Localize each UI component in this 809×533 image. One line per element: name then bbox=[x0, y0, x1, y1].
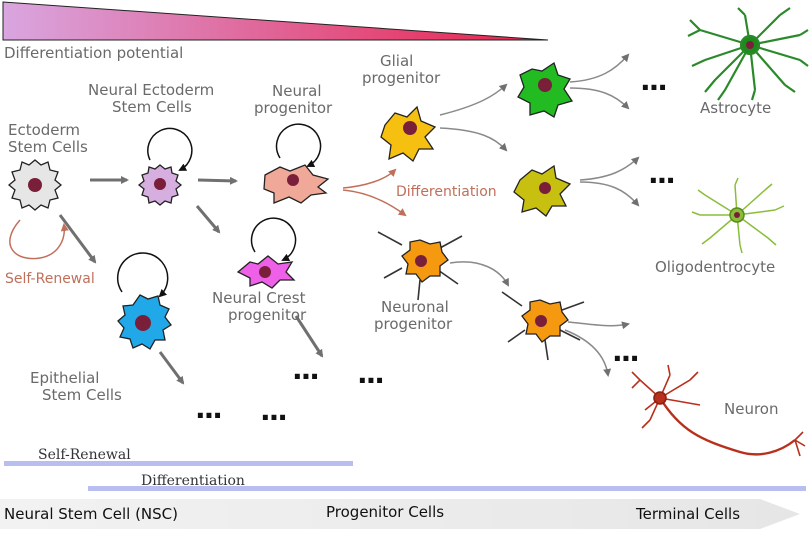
astrocyte-label: Astrocyte bbox=[700, 99, 771, 117]
ellipsis-crest-1: ... bbox=[292, 353, 318, 386]
self-renewal-bar bbox=[4, 461, 353, 466]
axis-progenitor-label: Progenitor Cells bbox=[326, 503, 444, 521]
axis-nsc-label: Neural Stem Cell (NSC) bbox=[4, 505, 178, 523]
ellipsis-crest-2: ... bbox=[357, 357, 383, 390]
ellipsis-oligodendrocyte: ... bbox=[648, 157, 674, 190]
self-renewal-loop-ectoderm bbox=[9, 219, 69, 260]
neuron-label: Neuron bbox=[724, 400, 778, 418]
epithelial-stem-cell bbox=[117, 294, 172, 350]
neural-crest-progenitor-cell bbox=[236, 255, 296, 289]
differentiation-bar-label: Differentiation bbox=[141, 473, 245, 489]
ellipsis-astrocyte: ... bbox=[640, 64, 666, 97]
ellipsis-neuron: ... bbox=[612, 335, 638, 368]
neuronal-precursor-cell bbox=[501, 291, 585, 361]
astrocyte-cell bbox=[687, 7, 809, 101]
oligodendrocyte-precursor-cell bbox=[513, 164, 572, 217]
neuron-cell bbox=[631, 364, 806, 457]
differentiation-potential-gradient bbox=[2, 1, 549, 41]
neuronal-progenitor-cell bbox=[377, 231, 463, 301]
astrocyte-precursor-cell bbox=[517, 61, 574, 118]
neural-ectoderm-stem-cell bbox=[137, 164, 183, 206]
ellipsis-epithelial-1: ... bbox=[195, 392, 221, 425]
ellipsis-epithelial-2: ... bbox=[260, 394, 286, 427]
oligodendrocyte-label: Oligodentrocyte bbox=[655, 258, 775, 276]
self-renewal-loop-neural-crest bbox=[250, 217, 297, 262]
glial-progenitor-cell bbox=[380, 105, 437, 163]
self-renewal-loop-neural-progenitor bbox=[275, 123, 322, 168]
differentiation-bar bbox=[88, 486, 806, 491]
ectoderm-stem-cell bbox=[7, 159, 63, 211]
progression-axis-arrow bbox=[0, 499, 800, 529]
self-renewal-loop-epithelial bbox=[116, 252, 169, 298]
self-renewal-loop-neural-ectoderm bbox=[147, 127, 193, 171]
self-renewal-bar-label: Self-Renewal bbox=[38, 447, 131, 463]
axis-terminal-label: Terminal Cells bbox=[635, 505, 740, 523]
differentiation-potential-label: Differentiation potential bbox=[4, 44, 183, 62]
oligodendrocyte-cell bbox=[691, 177, 785, 254]
self-renewal-annotation: Self-Renewal bbox=[5, 271, 95, 287]
neural-progenitor-cell bbox=[263, 164, 330, 204]
differentiation-annotation: Differentiation bbox=[396, 184, 497, 200]
